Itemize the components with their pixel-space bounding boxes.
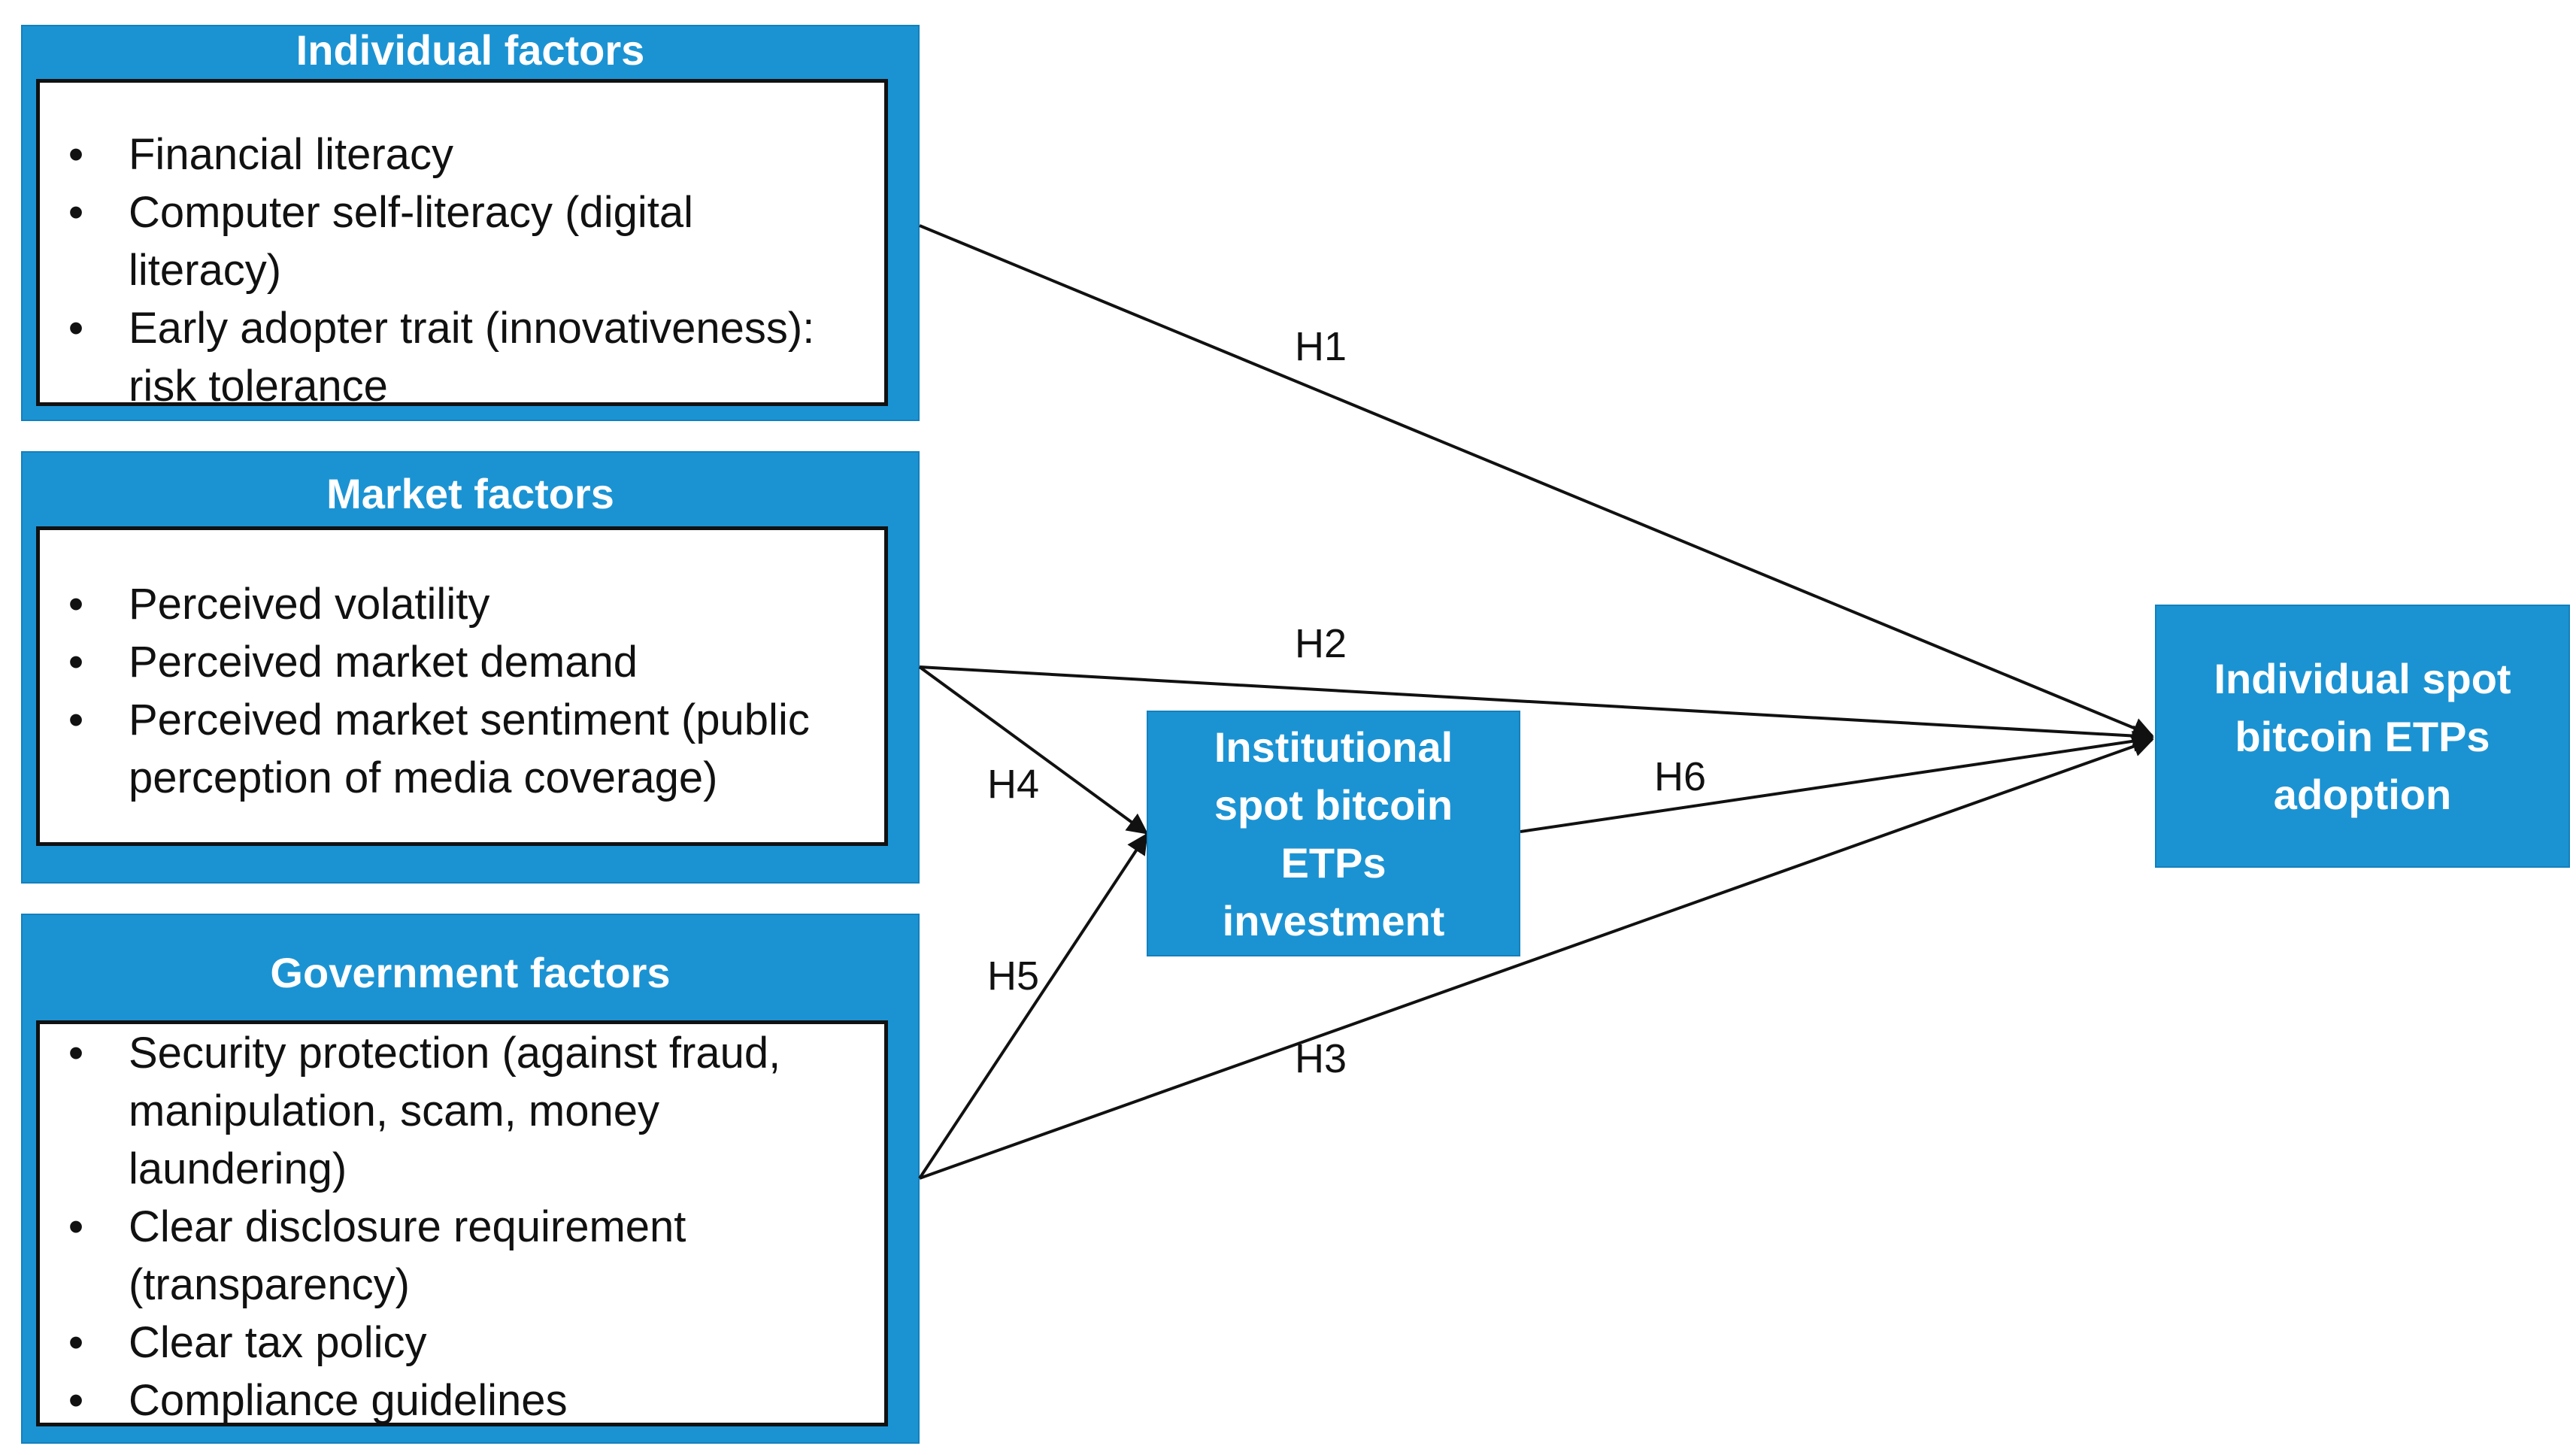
bullet-icon: • (68, 580, 84, 629)
bullet-icon: • (68, 130, 84, 179)
label-h3: H3 (1295, 1036, 1347, 1081)
government-factor-compliance: Compliance guidelines (129, 1376, 568, 1425)
market-factor-sentiment: Perceived market sentiment (public perce… (129, 696, 810, 802)
institutional-investment-label: Institutional spot bitcoin ETPs investme… (1214, 723, 1453, 944)
label-h4: H4 (987, 762, 1040, 807)
individual-adoption-box: Individual spot bitcoin ETPs adoption (2155, 605, 2570, 868)
government-factor-security: Security protection (against fraud, mani… (129, 1029, 781, 1193)
list-item: • Security protection (against fraud, ma… (40, 1024, 884, 1198)
label-h5: H5 (987, 953, 1040, 999)
market-factor-demand: Perceived market demand (129, 638, 638, 687)
list-item: • Perceived volatility (40, 575, 884, 633)
label-h2: H2 (1295, 621, 1347, 666)
government-factors-list-box: • Security protection (against fraud, ma… (36, 1020, 888, 1426)
individual-factors-list: • Financial literacy • Computer self-lit… (40, 126, 884, 415)
government-factor-disclosure: Clear disclosure requirement (transparen… (129, 1202, 686, 1309)
list-item: • Clear disclosure requirement (transpar… (40, 1198, 884, 1314)
individual-adoption-label: Individual spot bitcoin ETPs adoption (2214, 654, 2511, 818)
bullet-icon: • (68, 304, 84, 353)
bullet-icon: • (68, 1318, 84, 1367)
market-factors-title: Market factors (326, 470, 614, 517)
list-item: • Perceived market sentiment (public per… (40, 691, 884, 807)
bullet-icon: • (68, 696, 84, 744)
bullet-icon: • (68, 188, 84, 237)
list-item: • Clear tax policy (40, 1314, 884, 1372)
list-item: • Financial literacy (40, 126, 884, 183)
bullet-icon: • (68, 638, 84, 687)
bullet-icon: • (68, 1029, 84, 1078)
individual-factors-list-box: • Financial literacy • Computer self-lit… (36, 79, 888, 411)
arrow-h3 (919, 736, 2154, 1180)
list-item: • Compliance guidelines (40, 1372, 884, 1429)
bullet-icon: • (68, 1376, 84, 1425)
arrow-h2 (919, 665, 2154, 747)
bullet-icon: • (68, 1202, 84, 1251)
arrow-h5 (918, 832, 1148, 1180)
arrow-h6 (1520, 730, 2154, 833)
government-factors-list: • Security protection (against fraud, ma… (40, 1024, 884, 1429)
arrow-h4 (918, 665, 1149, 835)
market-factors-list: • Perceived volatility • Perceived marke… (40, 575, 884, 807)
label-h1: H1 (1295, 324, 1347, 369)
list-item: • Perceived market demand (40, 633, 884, 691)
list-item: • Computer self-literacy (digital litera… (40, 183, 884, 299)
individual-factor-financial-literacy: Financial literacy (129, 130, 453, 179)
individual-factor-risk-tolerance: Early adopter trait (innovativeness): ri… (129, 304, 815, 411)
market-factor-volatility: Perceived volatility (129, 580, 490, 629)
list-item: • Early adopter trait (innovativeness): … (40, 299, 884, 415)
market-factors-list-box: • Perceived volatility • Perceived marke… (36, 526, 888, 846)
market-factors-panel: Market factors • Perceived volatility • … (21, 451, 920, 884)
individual-factors-panel: Individual factors • Financial literacy … (21, 25, 920, 421)
government-factor-tax-policy: Clear tax policy (129, 1318, 427, 1367)
institutional-investment-box: Institutional spot bitcoin ETPs investme… (1147, 711, 1520, 956)
government-factors-panel: Government factors • Security protection… (21, 914, 920, 1444)
government-factors-title: Government factors (270, 949, 671, 996)
label-h6: H6 (1654, 754, 1707, 799)
arrow-h1 (919, 224, 2154, 738)
individual-factor-digital-literacy: Computer self-literacy (digital literacy… (129, 188, 694, 295)
individual-factors-title: Individual factors (295, 26, 645, 74)
